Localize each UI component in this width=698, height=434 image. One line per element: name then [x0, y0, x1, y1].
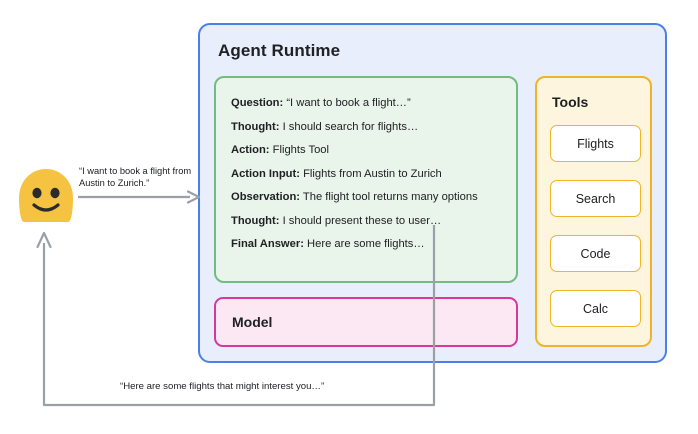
- trace-line-value: The flight tool returns many options: [302, 191, 478, 203]
- trace-line-value: I should present these to user…: [282, 214, 442, 227]
- tool-button-code[interactable]: Code: [550, 235, 641, 272]
- agent-runtime-title: Agent Runtime: [218, 41, 341, 60]
- trace-line-label: Thought:: [231, 214, 280, 227]
- trace-line-label: Action:: [231, 144, 270, 156]
- trace-line-value: Flights Tool: [272, 144, 330, 156]
- arrow-right-icon: [78, 190, 200, 204]
- trace-line: Action: Flights Tool: [231, 139, 516, 163]
- arrow-up-icon: [36, 225, 436, 407]
- trace-line-value: Flights from Austin to Zurich: [303, 167, 442, 180]
- trace-line-label: Question:: [231, 97, 284, 109]
- trace-line: Final Answer: Here are some flights…: [231, 233, 516, 257]
- trace-line-value: “I want to book a flight…”: [286, 97, 411, 109]
- trace-line-label: Observation:: [231, 191, 301, 203]
- tool-button-flights[interactable]: Flights: [550, 125, 641, 162]
- tools-title: Tools: [552, 94, 589, 110]
- model-box: Model: [214, 297, 518, 347]
- response-label: “Here are some flights that might intere…: [120, 381, 325, 392]
- request-label: “I want to book a flight from Austin to …: [79, 166, 192, 188]
- trace-line: Observation: The flight tool returns man…: [231, 186, 516, 210]
- trace-line: Thought: I should present these to user…: [231, 210, 516, 234]
- trace-line: Question: “I want to book a flight…”: [231, 92, 516, 116]
- tools-panel: Tools Flights Search Code Calc: [535, 76, 652, 347]
- trace-line: Thought: I should search for flights…: [231, 116, 516, 140]
- tool-button-search[interactable]: Search: [550, 180, 641, 217]
- tool-button-calc[interactable]: Calc: [550, 290, 641, 327]
- model-label: Model: [232, 314, 273, 330]
- trace-line-value: I should search for flights…: [282, 120, 419, 133]
- trace-line-label: Final Answer:: [231, 238, 304, 250]
- trace-line: Action Input: Flights from Austin to Zur…: [231, 163, 516, 187]
- tools-list: Flights Search Code Calc: [550, 125, 641, 345]
- trace-line-label: Thought:: [231, 120, 280, 133]
- trace-line-value: Here are some flights…: [307, 238, 425, 250]
- trace-line-label: Action Input:: [231, 167, 300, 180]
- reasoning-trace-box: Question: “I want to book a flight…” Tho…: [214, 76, 518, 283]
- smiley-face-icon: [19, 169, 73, 222]
